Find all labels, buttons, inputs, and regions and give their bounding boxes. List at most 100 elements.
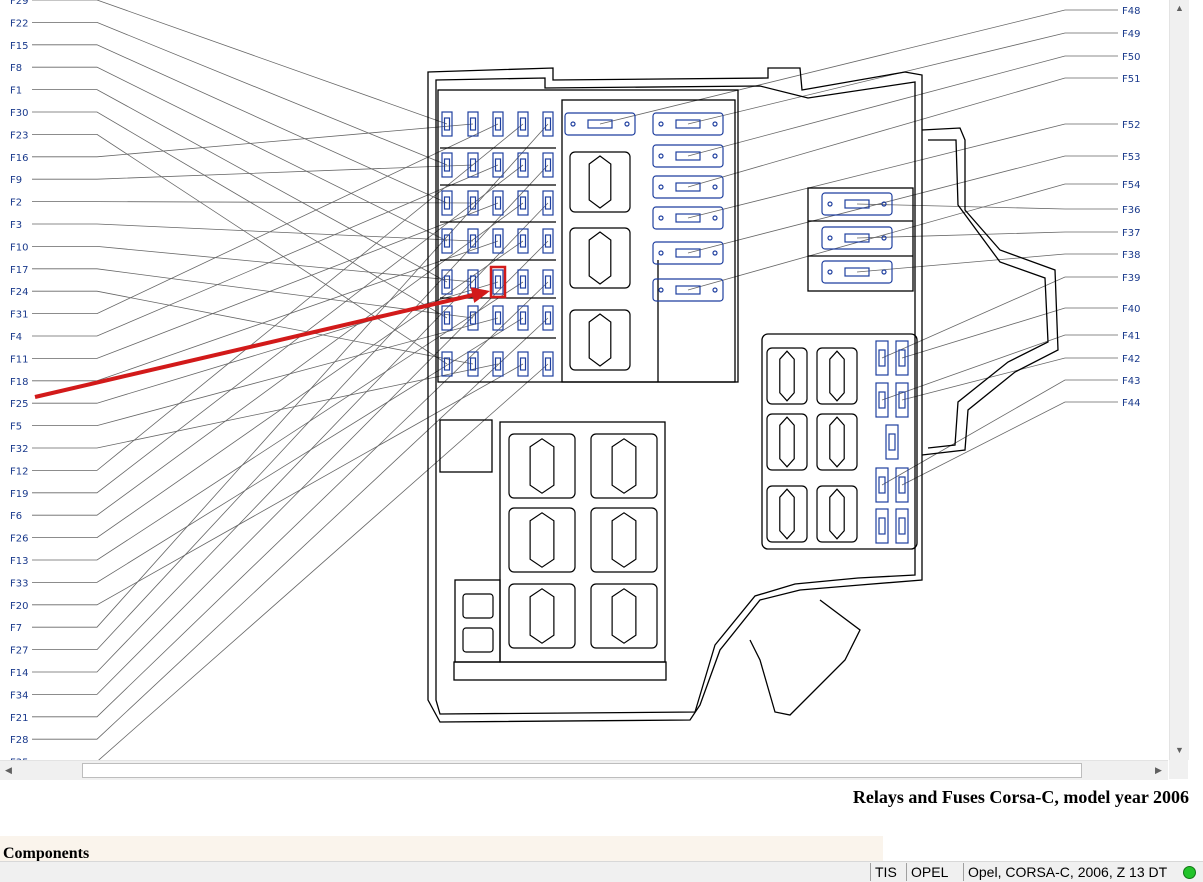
- leader-line-f35: [98, 363, 549, 760]
- fuse: [875, 467, 889, 503]
- horizontal-scrollbar[interactable]: ◀ ▶: [0, 760, 1168, 780]
- components-section: Components: [0, 836, 883, 861]
- maxi-fuse: [821, 226, 893, 250]
- leader-line-f31: [32, 123, 499, 314]
- fuse-label-f29: F29: [10, 0, 28, 7]
- leader-line-f15: [32, 44, 448, 204]
- connector-block: [462, 627, 494, 653]
- fuse-label-f27: F27: [10, 646, 28, 657]
- fuse: [517, 305, 529, 331]
- fuse-label-f8: F8: [10, 63, 22, 74]
- fuse: [875, 382, 889, 418]
- fuse: [441, 269, 453, 295]
- fuse-label-f39: F39: [1122, 273, 1140, 284]
- connector-block: [462, 593, 494, 619]
- leader-line-f52: [687, 123, 1118, 219]
- left-fuse-labels: F29F22F15F8F1F30F23F16F9F2F3F10F17F24F31…: [10, 0, 28, 760]
- fuse: [885, 424, 899, 460]
- maxi-fuse: [652, 206, 724, 230]
- leader-line-f50: [687, 55, 1118, 157]
- fuse: [517, 351, 529, 377]
- fuse: [895, 382, 909, 418]
- scroll-left-arrow-icon[interactable]: ◀: [5, 765, 12, 775]
- leader-line-f54: [687, 183, 1118, 291]
- fuse-label-f32: F32: [10, 444, 28, 455]
- fuse-label-f7: F7: [10, 623, 22, 634]
- horizontal-scroll-thumb[interactable]: [82, 763, 1082, 778]
- fuse-label-f31: F31: [10, 310, 28, 321]
- fuse: [875, 508, 889, 544]
- fuse: [492, 111, 504, 137]
- leader-line-f28: [32, 317, 549, 740]
- status-brand: OPEL: [906, 863, 961, 881]
- fuse-label-f53: F53: [1122, 152, 1140, 163]
- fuse: [895, 467, 909, 503]
- fuse: [542, 190, 554, 216]
- leader-line-f24: [32, 290, 474, 365]
- fuse: [895, 508, 909, 544]
- leader-lines: [32, 0, 1118, 760]
- right-fuse-labels: F48F49F50F51F52F53F54F36F37F38F39F40F41F…: [1122, 6, 1140, 409]
- leader-line-f5: [32, 317, 499, 426]
- fuse-label-f2: F2: [10, 198, 22, 209]
- scroll-up-arrow-icon[interactable]: ▲: [1175, 3, 1184, 13]
- leader-line-f4: [32, 164, 499, 337]
- relay: [816, 413, 858, 471]
- fuse-label-f49: F49: [1122, 29, 1140, 40]
- fuse: [492, 228, 504, 254]
- fuse-label-f33: F33: [10, 578, 28, 589]
- fuse-box-housing: [427, 67, 1059, 723]
- scroll-right-arrow-icon[interactable]: ▶: [1155, 765, 1162, 775]
- maxi-fuse: [652, 144, 724, 168]
- fuse-label-f41: F41: [1122, 331, 1140, 342]
- leader-line-f2: [32, 201, 474, 204]
- relay: [590, 507, 658, 573]
- leader-line-f44: [901, 401, 1118, 486]
- fuse-label-f22: F22: [10, 18, 28, 29]
- relay: [569, 227, 631, 289]
- fuse: [542, 111, 554, 137]
- fuse-label-f23: F23: [10, 130, 28, 141]
- fuse-label-f26: F26: [10, 534, 28, 545]
- leader-line-f27: [32, 164, 549, 650]
- fuse-label-f52: F52: [1122, 120, 1140, 131]
- vertical-scrollbar[interactable]: ▲ ▼: [1169, 0, 1189, 760]
- fuse-label-f3: F3: [10, 220, 22, 231]
- fuse: [467, 305, 479, 331]
- status-app: TIS: [870, 863, 905, 881]
- status-vehicle: Opel, CORSA-C, 2006, Z 13 DT: [963, 863, 1178, 881]
- leader-line-f36: [856, 203, 1118, 210]
- leader-line-f16: [32, 123, 474, 158]
- leader-line-f29: [32, 0, 448, 125]
- fuse: [467, 228, 479, 254]
- leader-line-f39: [881, 276, 1118, 359]
- fuse: [517, 269, 529, 295]
- leader-line-f8: [32, 66, 448, 242]
- fuse-grid: [441, 111, 909, 544]
- leader-line-f6: [32, 202, 524, 516]
- fuse: [542, 269, 554, 295]
- fuse: [517, 152, 529, 178]
- leader-line-f20: [32, 363, 524, 606]
- maxi-fuse: [821, 192, 893, 216]
- leader-line-f26: [32, 240, 524, 538]
- fuse: [875, 340, 889, 376]
- fuse-label-f13: F13: [10, 556, 28, 567]
- scroll-down-arrow-icon[interactable]: ▼: [1175, 745, 1184, 755]
- arrow-head-icon: [470, 287, 490, 303]
- leader-line-f34: [32, 240, 549, 695]
- fuse-label-f20: F20: [10, 601, 28, 612]
- leader-line-f1: [32, 89, 448, 283]
- leader-line-f25: [32, 281, 499, 404]
- relay: [569, 309, 631, 371]
- fuse-label-f35: F35: [10, 758, 28, 760]
- fuse-label-f17: F17: [10, 265, 28, 276]
- fuse: [441, 351, 453, 377]
- leader-line-f40: [901, 307, 1118, 359]
- fuse-label-f36: F36: [1122, 205, 1140, 216]
- fuse-label-f30: F30: [10, 108, 28, 119]
- leader-line-f41: [881, 334, 1118, 401]
- fuse: [441, 305, 453, 331]
- leader-line-f17: [32, 268, 474, 319]
